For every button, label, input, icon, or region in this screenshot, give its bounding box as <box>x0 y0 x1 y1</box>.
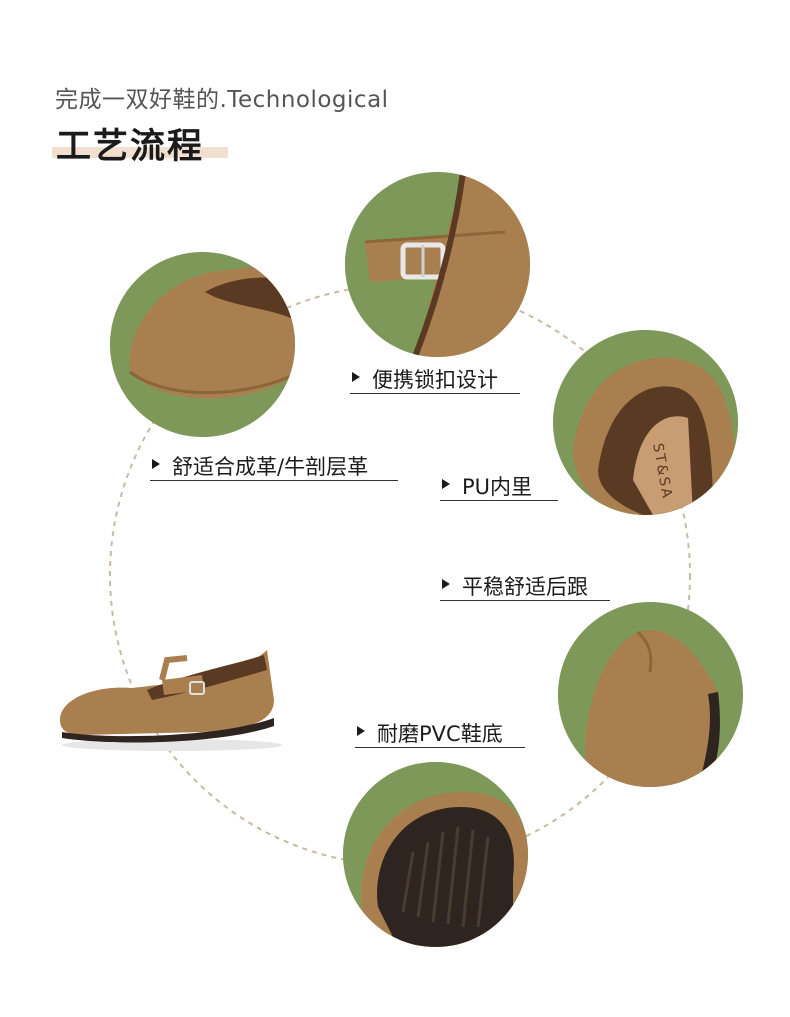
title-highlight <box>52 147 228 158</box>
feature-text-buckle: 便携锁扣设计 <box>372 368 498 392</box>
feature-label-sole: 耐磨PVC鞋底 <box>355 716 525 748</box>
triangle-bullet-icon <box>442 579 450 589</box>
page-title: 工艺流程 <box>56 127 205 167</box>
feature-underline <box>440 600 610 601</box>
triangle-bullet-icon <box>152 459 160 469</box>
feature-text-leather: 舒适合成革/牛剖层革 <box>172 455 369 479</box>
feature-underline <box>440 500 558 501</box>
feature-text-sole: 耐磨PVC鞋底 <box>377 722 503 746</box>
feature-underline <box>355 747 525 748</box>
feature-text-lining: PU内里 <box>462 475 533 499</box>
page-title-block: 工艺流程 <box>52 118 230 167</box>
feature-label-lining: PU内里 <box>440 469 558 501</box>
triangle-bullet-icon <box>352 372 360 382</box>
sole-detail-image <box>343 762 528 947</box>
feature-label-heel: 平稳舒适后跟 <box>440 569 610 601</box>
feature-label-leather: 舒适合成革/牛剖层革 <box>150 449 398 481</box>
heel-detail-image <box>558 602 743 787</box>
feature-underline <box>150 480 398 481</box>
feature-underline <box>350 393 520 394</box>
toe-detail-image <box>110 252 295 437</box>
feature-label-buckle: 便携锁扣设计 <box>350 362 520 394</box>
triangle-bullet-icon <box>357 726 365 736</box>
feature-text-heel: 平稳舒适后跟 <box>462 575 588 599</box>
buckle-detail-image <box>345 172 530 357</box>
triangle-bullet-icon <box>442 479 450 489</box>
shoe-product-image <box>52 640 282 755</box>
page-subtitle: 完成一双好鞋的.Technological <box>55 87 389 113</box>
lining-detail-image: ST&SA <box>553 330 738 515</box>
